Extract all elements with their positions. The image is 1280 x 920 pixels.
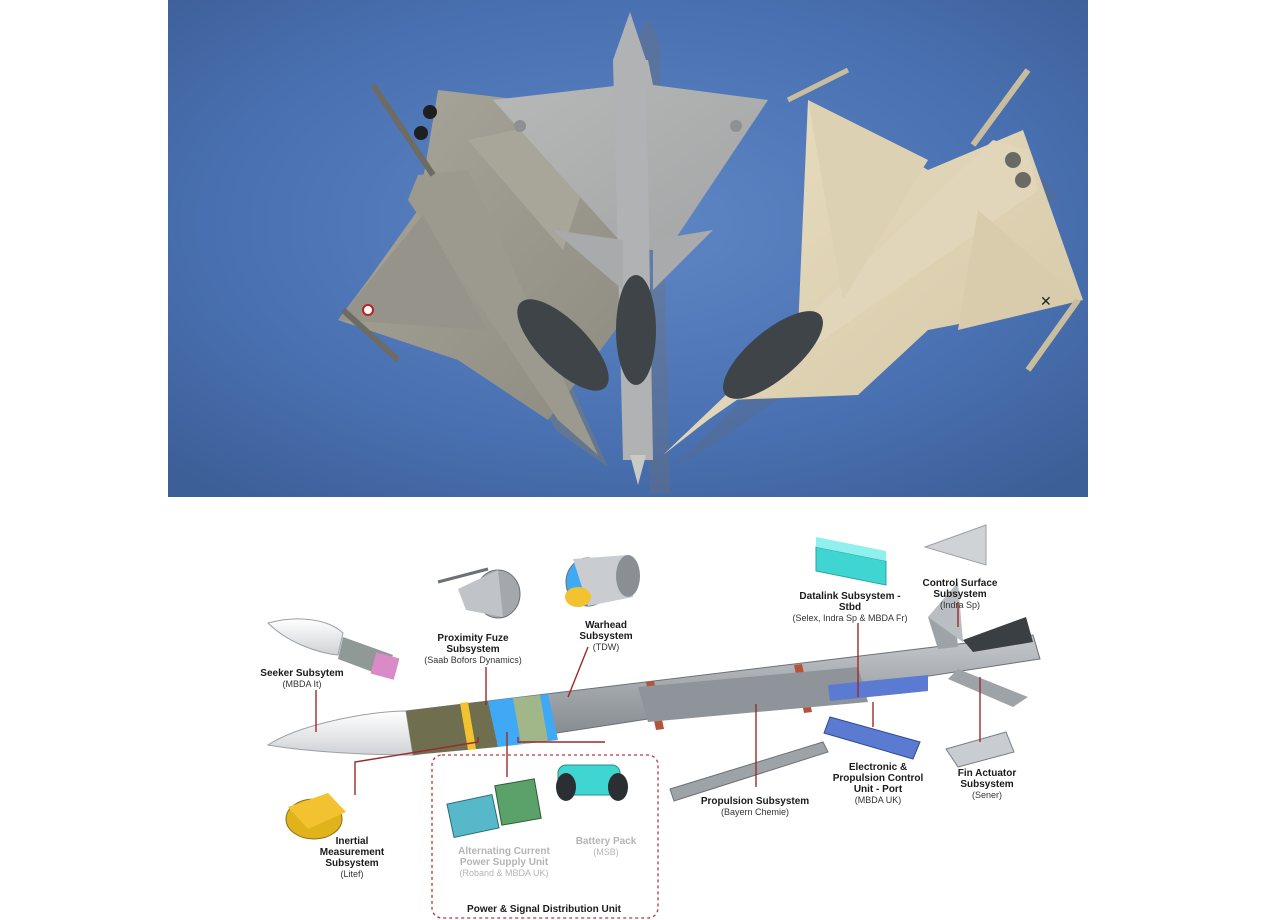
- datalink-label: Datalink Subsystem - Stbd (Selex, Indra …: [792, 591, 908, 623]
- fin-actuator-label: Fin Actuator Subsystem (Sener): [957, 768, 1017, 800]
- right-aircraft-model: ✕: [663, 67, 1083, 467]
- power-signal-group-label: Power & Signal Distribution Unit: [467, 904, 621, 915]
- battery-pack-part: [556, 764, 628, 801]
- control-surface-label: Control Surface Subsystem (Indra Sp): [922, 578, 998, 610]
- propulsion-part: [669, 741, 829, 802]
- seeker-part: [267, 618, 400, 680]
- ac-power-supply-label: Alternating Current Power Supply Unit (R…: [458, 846, 550, 878]
- proximity-fuze-label: Proximity Fuze Subsystem (Saab Bofors Dy…: [424, 633, 522, 665]
- ac-power-supply-part: [446, 778, 542, 839]
- battery-pack-label: Battery Pack (MSB): [575, 836, 637, 857]
- epcu-label: Electronic & Propulsion Control Unit - P…: [832, 762, 924, 805]
- center-aircraft-model: [493, 12, 768, 493]
- inertial-measurement-label: Inertial Measurement Subsystem (Litef): [319, 836, 385, 879]
- warhead-part: [565, 555, 640, 607]
- warhead-label: Warhead Subsystem (TDW): [579, 620, 633, 652]
- missile-subsystems-diagram: [168, 497, 1088, 920]
- epcu-part: [823, 716, 921, 760]
- svg-text:✕: ✕: [1040, 293, 1052, 309]
- power-signal-group-box: [431, 754, 659, 919]
- fin-actuator-part: [945, 731, 1015, 768]
- inertial-measurement-part: [285, 793, 346, 840]
- missile-body: [266, 595, 1041, 756]
- leader-lines: [315, 602, 981, 795]
- proximity-fuze-part: [437, 567, 521, 619]
- aircraft-models-photo: ✕: [168, 0, 1088, 497]
- control-surface-fin: [928, 582, 963, 642]
- datalink-part: [815, 537, 887, 586]
- control-surface-part: [923, 524, 987, 566]
- propulsion-label: Propulsion Subsystem (Bayern Chemie): [700, 796, 810, 817]
- seeker-label: Seeker Subsytem (MBDA It): [260, 668, 344, 689]
